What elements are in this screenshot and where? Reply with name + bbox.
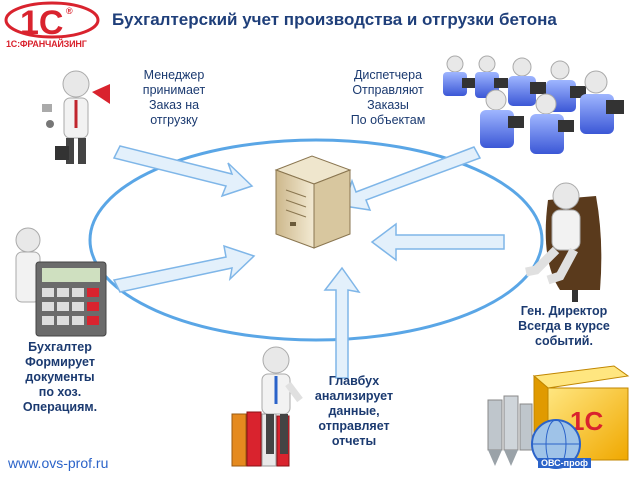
arrow-chief-accountant [323, 266, 361, 379]
dispatchers-label-line: Заказы [367, 98, 409, 112]
brand-logo-caption: 1С:ФРАНЧАЙЗИНГ [6, 39, 87, 49]
page-title: Бухгалтерский учет производства и отгруз… [112, 10, 557, 29]
dispatchers-label-line: Отправляют [352, 83, 424, 97]
process-ring [88, 138, 544, 342]
flow-arrows [112, 145, 505, 379]
svg-text:1С: 1С [20, 4, 63, 42]
manager-label-line: Менеджер [143, 68, 205, 82]
chief-accountant-label: Главбух анализирует данные, отправляет о… [304, 374, 404, 449]
concrete-plant-icon [487, 395, 533, 466]
chief-accountant-label-line: анализирует [314, 389, 394, 403]
brand-logo-icon: 1С [4, 1, 100, 42]
chief-accountant-label-line: отправляет [318, 419, 390, 433]
director-label-line: Всегда в курсе [518, 319, 610, 333]
manager-figure-icon [42, 70, 110, 164]
director-label: Ген. Директор Всегда в курсе событий. [500, 304, 628, 349]
ovs-logo-text: ОВС-проф [538, 458, 591, 468]
dispatchers-label: Диспетчера Отправляют Заказы По объектам [332, 68, 444, 128]
arrow-dispatchers [343, 146, 482, 211]
director-label-line: событий. [535, 334, 593, 348]
accountant-label-line: по хоз. [38, 385, 82, 399]
director-figure-icon [525, 182, 602, 302]
accountant-label-line: Бухгалтер [28, 340, 92, 354]
dispatchers-label-line: Диспетчера [353, 68, 423, 82]
ovs-globe-icon [531, 419, 581, 469]
accountant-figure-icon [15, 227, 107, 337]
manager-label-line: Заказ на [148, 98, 200, 112]
server-icon [274, 155, 352, 249]
accountant-label-line: Формирует [25, 355, 95, 369]
registered-mark: ® [66, 6, 73, 16]
arrow-director [370, 222, 505, 262]
arrow-accountant [112, 244, 256, 293]
chief-accountant-figure-icon [231, 346, 303, 467]
accountant-label: Бухгалтер Формирует документы по хоз. Оп… [10, 340, 110, 415]
manager-label: Менеджер принимает Заказ на отгрузку [120, 68, 228, 128]
dispatchers-label-line: По объектам [350, 113, 426, 127]
dispatchers-figure-icon [443, 55, 624, 154]
arrow-manager [112, 145, 254, 198]
footer-url-link[interactable]: www.ovs-prof.ru [8, 455, 109, 471]
chief-accountant-label-line: отчеты [331, 434, 377, 448]
accountant-label-line: Операциям. [22, 400, 98, 414]
accountant-label-line: документы [25, 370, 95, 384]
manager-label-line: отгрузку [150, 113, 198, 127]
calculator-icon [35, 261, 107, 337]
chief-accountant-label-line: Главбух [328, 374, 380, 388]
manager-label-line: принимает [142, 83, 206, 97]
director-label-line: Ген. Директор [520, 304, 608, 318]
chief-accountant-label-line: данные, [328, 404, 380, 418]
